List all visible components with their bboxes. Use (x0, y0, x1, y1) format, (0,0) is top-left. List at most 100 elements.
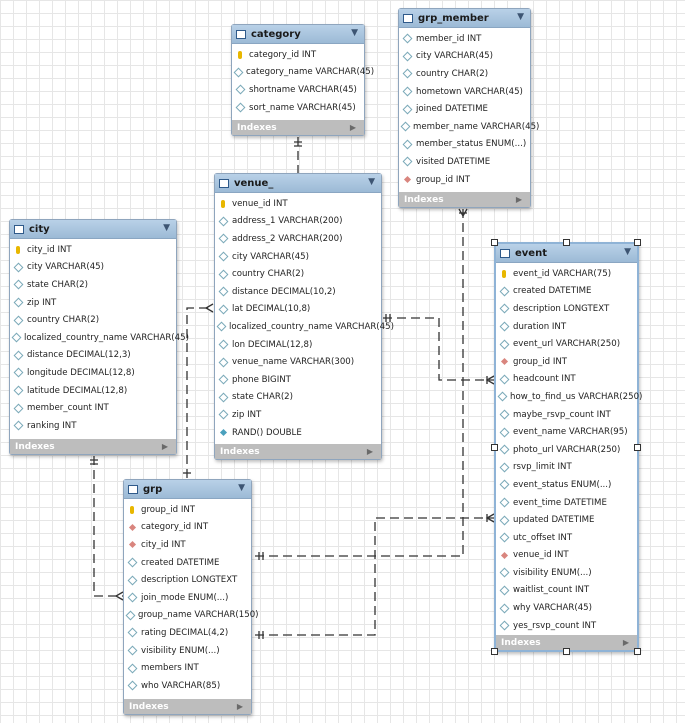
resize-handle[interactable] (491, 239, 498, 246)
expand-arrow-icon[interactable]: ▶ (236, 702, 243, 711)
expand-arrow-icon[interactable]: ▶ (515, 195, 522, 204)
dropdown-arrow-icon[interactable]: ▼ (368, 177, 375, 187)
column-row[interactable]: group_id INT (124, 501, 251, 519)
column-row[interactable]: address_1 VARCHAR(200) (215, 213, 381, 231)
column-row[interactable]: lon DECIMAL(12,8) (215, 336, 381, 354)
column-row[interactable]: latitude DECIMAL(12,8) (10, 382, 176, 400)
resize-handle[interactable] (563, 648, 570, 655)
column-row[interactable]: country CHAR(2) (399, 65, 530, 83)
column-row[interactable]: localized_country_name VARCHAR(45) (10, 329, 189, 347)
table-header[interactable]: city ▼ (10, 220, 176, 239)
column-row[interactable]: join_mode ENUM(...) (124, 589, 251, 607)
column-row[interactable]: city VARCHAR(45) (399, 48, 530, 66)
column-row[interactable]: member_count INT (10, 399, 176, 417)
table-header[interactable]: grp_member ▼ (399, 9, 530, 28)
column-row[interactable]: hometown VARCHAR(45) (399, 83, 530, 101)
column-row[interactable]: members INT (124, 659, 251, 677)
expand-arrow-icon[interactable]: ▶ (161, 442, 168, 451)
column-row[interactable]: rating DECIMAL(4,2) (124, 624, 251, 642)
column-row[interactable]: how_to_find_us VARCHAR(250) (496, 388, 642, 406)
column-row[interactable]: why VARCHAR(45) (496, 599, 637, 617)
column-row[interactable]: created DATETIME (496, 283, 637, 301)
dropdown-arrow-icon[interactable]: ▼ (517, 12, 524, 22)
column-row[interactable]: zip INT (10, 294, 176, 312)
column-row[interactable]: venue_name VARCHAR(300) (215, 353, 381, 371)
table-event[interactable]: event ▼ event_id VARCHAR(75)created DATE… (494, 242, 642, 652)
expand-arrow-icon[interactable]: ▶ (366, 447, 373, 456)
column-row[interactable]: venue_id INT (496, 547, 637, 565)
column-row[interactable]: city VARCHAR(45) (10, 259, 176, 277)
resize-handle[interactable] (491, 648, 498, 655)
column-row[interactable]: rsvp_limit INT (496, 459, 637, 477)
resize-handle[interactable] (634, 239, 641, 246)
column-row[interactable]: group_id INT (399, 171, 530, 189)
indexes-footer[interactable]: Indexes ▶ (232, 120, 364, 135)
dropdown-arrow-icon[interactable]: ▼ (624, 247, 631, 257)
column-row[interactable]: headcount INT (496, 371, 637, 389)
resize-handle[interactable] (634, 648, 641, 655)
column-row[interactable]: sort_name VARCHAR(45) (232, 99, 364, 117)
column-row[interactable]: event_time DATETIME (496, 494, 637, 512)
resize-handle[interactable] (491, 444, 498, 451)
column-row[interactable]: venue_id INT (215, 195, 381, 213)
column-row[interactable]: city VARCHAR(45) (215, 248, 381, 266)
column-row[interactable]: lat DECIMAL(10,8) (215, 301, 381, 319)
column-row[interactable]: created DATETIME (124, 554, 251, 572)
column-row[interactable]: category_id INT (124, 519, 251, 537)
column-row[interactable]: distance DECIMAL(12,3) (10, 347, 176, 365)
column-row[interactable]: longitude DECIMAL(12,8) (10, 364, 176, 382)
column-row[interactable]: category_id INT (232, 46, 364, 64)
resize-handle[interactable] (634, 444, 641, 451)
column-row[interactable]: joined DATETIME (399, 100, 530, 118)
column-row[interactable]: event_id VARCHAR(75) (496, 265, 637, 283)
column-row[interactable]: ranking INT (10, 417, 176, 435)
column-row[interactable]: visibility ENUM(...) (496, 564, 637, 582)
column-row[interactable]: description LONGTEXT (496, 300, 637, 318)
column-row[interactable]: group_id INT (496, 353, 637, 371)
column-row[interactable]: distance DECIMAL(10,2) (215, 283, 381, 301)
column-row[interactable]: address_2 VARCHAR(200) (215, 230, 381, 248)
dropdown-arrow-icon[interactable]: ▼ (238, 483, 245, 493)
column-row[interactable]: country CHAR(2) (215, 265, 381, 283)
column-row[interactable]: phone BIGINT (215, 371, 381, 389)
expand-arrow-icon[interactable]: ▶ (349, 123, 356, 132)
column-row[interactable]: duration INT (496, 318, 637, 336)
column-row[interactable]: photo_url VARCHAR(250) (496, 441, 637, 459)
column-row[interactable]: member_status ENUM(...) (399, 136, 530, 154)
dropdown-arrow-icon[interactable]: ▼ (351, 28, 358, 38)
table-header[interactable]: category ▼ (232, 25, 364, 44)
resize-handle[interactable] (563, 239, 570, 246)
table-header[interactable]: grp ▼ (124, 480, 251, 499)
column-row[interactable]: shortname VARCHAR(45) (232, 81, 364, 99)
column-row[interactable]: yes_rsvp_count INT (496, 617, 637, 635)
column-row[interactable]: state CHAR(2) (215, 389, 381, 407)
column-row[interactable]: state CHAR(2) (10, 276, 176, 294)
indexes-footer[interactable]: Indexes ▶ (215, 444, 381, 459)
column-row[interactable]: maybe_rsvp_count INT (496, 406, 637, 424)
column-row[interactable]: who VARCHAR(85) (124, 677, 251, 695)
table-header[interactable]: event ▼ (496, 244, 637, 263)
column-row[interactable]: updated DATETIME (496, 511, 637, 529)
column-row[interactable]: event_status ENUM(...) (496, 476, 637, 494)
column-row[interactable]: member_name VARCHAR(45) (399, 118, 539, 136)
indexes-footer[interactable]: Indexes ▶ (10, 439, 176, 454)
column-row[interactable]: description LONGTEXT (124, 571, 251, 589)
column-row[interactable]: visited DATETIME (399, 153, 530, 171)
column-row[interactable]: visibility ENUM(...) (124, 642, 251, 660)
column-row[interactable]: city_id INT (10, 241, 176, 259)
column-row[interactable]: zip INT (215, 406, 381, 424)
column-row[interactable]: utc_offset INT (496, 529, 637, 547)
indexes-footer[interactable]: Indexes ▶ (399, 192, 530, 207)
table-header[interactable]: venue_ ▼ (215, 174, 381, 193)
indexes-footer[interactable]: Indexes ▶ (124, 699, 251, 714)
dropdown-arrow-icon[interactable]: ▼ (163, 223, 170, 233)
column-row[interactable]: event_url VARCHAR(250) (496, 335, 637, 353)
column-row[interactable]: RAND() DOUBLE (215, 424, 381, 442)
column-row[interactable]: member_id INT (399, 30, 530, 48)
column-row[interactable]: country CHAR(2) (10, 311, 176, 329)
